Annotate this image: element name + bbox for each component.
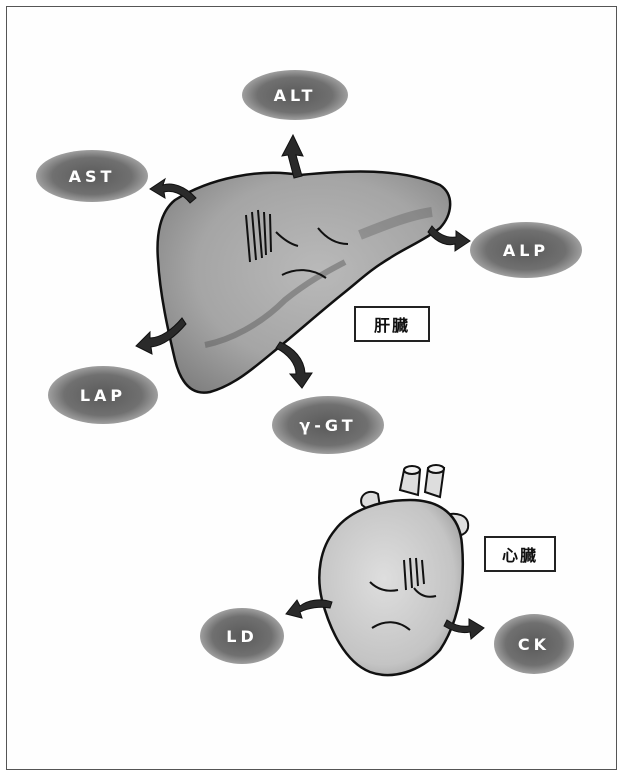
heart-illustration bbox=[286, 465, 484, 675]
enzyme-badge-ggt: γ-GT bbox=[272, 396, 384, 454]
enzyme-label: ALP bbox=[503, 241, 549, 260]
liver-illustration bbox=[136, 135, 470, 393]
enzyme-badge-alp: ALP bbox=[470, 222, 582, 278]
enzyme-label: LAP bbox=[80, 386, 126, 405]
enzyme-label: ALT bbox=[274, 86, 317, 105]
enzyme-label: γ-GT bbox=[299, 416, 356, 435]
enzyme-badge-ck: CK bbox=[494, 614, 574, 674]
liver-label-box: 肝臓 bbox=[354, 306, 430, 342]
organ-label: 心臓 bbox=[502, 542, 538, 566]
enzyme-label: CK bbox=[518, 635, 550, 654]
enzyme-label: AST bbox=[69, 167, 116, 186]
enzyme-badge-ast: AST bbox=[36, 150, 148, 202]
enzyme-label: LD bbox=[226, 627, 257, 646]
enzyme-badge-alt: ALT bbox=[242, 70, 348, 120]
organ-label: 肝臓 bbox=[374, 312, 410, 336]
heart-label-box: 心臓 bbox=[484, 536, 556, 572]
enzyme-badge-lap: LAP bbox=[48, 366, 158, 424]
enzyme-badge-ld: LD bbox=[200, 608, 284, 664]
